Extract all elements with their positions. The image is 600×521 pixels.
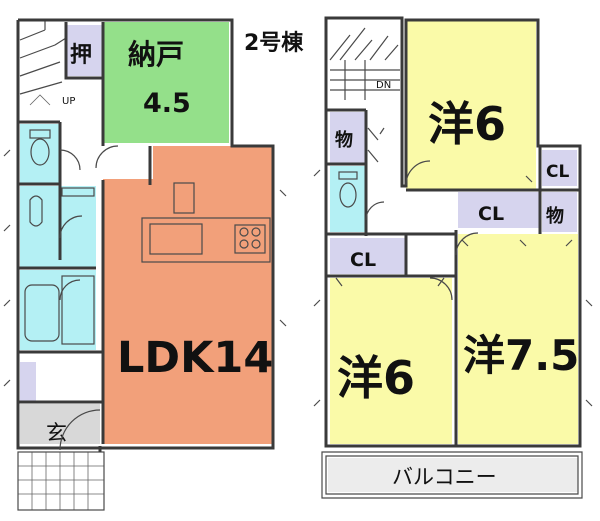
bath-floor bbox=[61, 275, 95, 345]
balcony-rail bbox=[321, 451, 583, 499]
ldk-room bbox=[103, 146, 273, 444]
stairs-down-label: DN bbox=[376, 80, 391, 91]
entrance-floor bbox=[20, 404, 100, 444]
western-room-bottom-left-door[interactable] bbox=[429, 277, 453, 301]
closet-top-right bbox=[542, 150, 577, 186]
stove-burner-icon bbox=[239, 227, 249, 237]
western-room-bottom-right-label: 洋7.5 bbox=[463, 331, 579, 380]
toilet-tank-icon bbox=[29, 129, 51, 139]
toilet-room bbox=[20, 124, 60, 184]
toilet-icon bbox=[30, 138, 50, 166]
sink-icon bbox=[29, 195, 43, 227]
storage-left-label: 物 bbox=[335, 129, 353, 151]
entrance-door[interactable] bbox=[59, 409, 101, 451]
closet-left bbox=[330, 238, 406, 274]
storage-right-label: 物 bbox=[546, 205, 564, 227]
bathtub-icon bbox=[24, 284, 60, 342]
hall-notch bbox=[103, 146, 153, 179]
fridge-space bbox=[173, 182, 195, 214]
washer-icon bbox=[61, 187, 95, 197]
oshiire-closet bbox=[66, 25, 103, 76]
porch-grid bbox=[17, 451, 105, 511]
shoe-closet bbox=[20, 362, 36, 402]
western-room-top-door[interactable] bbox=[405, 160, 431, 186]
closet-top-right-label: CL bbox=[546, 162, 569, 182]
ldk-door[interactable] bbox=[95, 145, 119, 169]
kitchen-counter bbox=[141, 217, 271, 263]
stairs-up bbox=[19, 20, 67, 122]
closet-middle bbox=[458, 192, 540, 228]
western-room-bottom-left-label: 洋6 bbox=[337, 351, 415, 405]
washroom bbox=[20, 186, 96, 268]
storage-left bbox=[330, 112, 366, 164]
building-label: 2号棟 bbox=[244, 30, 304, 56]
kitchen-sink-icon bbox=[149, 223, 203, 255]
western-room-bottom-right bbox=[458, 234, 578, 444]
ldk-label: LDK14 bbox=[117, 333, 273, 383]
storage-right bbox=[542, 192, 577, 232]
oshiire-label: 押 bbox=[70, 42, 92, 68]
second-floor: DN 物 洋6 CL CL 物 CL 洋6 洋7.5 バルコニー bbox=[313, 16, 593, 499]
balcony bbox=[328, 458, 578, 492]
closet-middle-label: CL bbox=[478, 203, 504, 225]
balcony-label: バルコニー bbox=[392, 465, 497, 489]
closet-left-label: CL bbox=[350, 249, 376, 271]
toilet-icon-2f bbox=[339, 182, 357, 208]
nando-room bbox=[103, 22, 229, 143]
nando-size: 4.5 bbox=[143, 88, 191, 119]
stairs-down bbox=[328, 18, 400, 118]
first-floor: UP 押 納戸 4.5 玄 bbox=[3, 18, 287, 511]
toilet-room-2f bbox=[330, 166, 366, 232]
western-room-bottom-left bbox=[330, 278, 452, 444]
western-room-bottom-right-door[interactable] bbox=[455, 232, 479, 256]
nando-label: 納戸 bbox=[128, 38, 184, 71]
western-room-top-label: 洋6 bbox=[428, 97, 506, 151]
stairs-up-label: UP bbox=[62, 96, 75, 107]
